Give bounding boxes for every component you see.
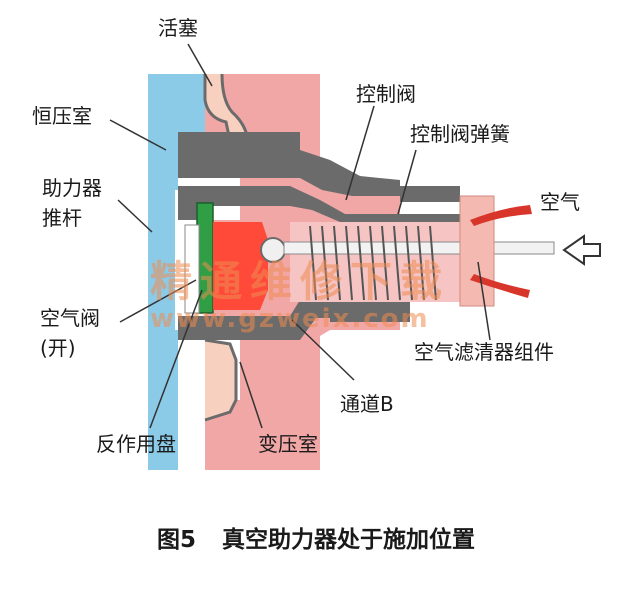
lower-diaphragm [204, 338, 238, 422]
air-flow-arrow-icon [470, 205, 532, 226]
watermark-url: www.gzweix.com [150, 304, 430, 334]
valve-housing-tube [400, 186, 460, 202]
label-passage-b: 通道B [340, 392, 394, 416]
figure-title: 真空助力器处于施加位置 [222, 527, 475, 553]
label-push-rod-line2: 推杆 [42, 206, 82, 230]
control-valve-spring-coils [309, 225, 437, 301]
input-force-arrow-icon [562, 234, 601, 266]
label-air-filter-assembly: 空气滤清器组件 [414, 340, 554, 364]
label-constant-pressure-chamber: 恒压室 [32, 104, 92, 128]
air-flow-arrow-icon [470, 274, 530, 298]
figure-number: 图5 [156, 527, 196, 553]
valve-body-upper [178, 132, 400, 196]
label-air: 空气 [540, 190, 580, 214]
constant-pressure-chamber-area [148, 74, 205, 470]
air-valve-shape [213, 222, 268, 310]
label-control-valve-spring: 控制阀弹簧 [410, 122, 510, 146]
label-air-valve-line1: 空气阀 [40, 306, 100, 330]
air-filter-block [459, 195, 495, 307]
watermark-text: 精通维修下载 [150, 257, 451, 306]
label-reaction-disc: 反作用盘 [96, 432, 176, 456]
label-variable-pressure-chamber: 变压室 [258, 432, 318, 456]
push-rod-stub [184, 224, 200, 314]
label-control-valve: 控制阀 [356, 82, 416, 106]
figure-caption: 图5 真空助力器处于施加位置 [0, 520, 632, 554]
leader-lines [109, 43, 491, 429]
label-air-valve-line2: (开) [40, 336, 76, 360]
valve-body-mid [178, 186, 480, 222]
label-push-rod-line1: 助力器 [42, 176, 102, 200]
valve-housing-tube-lower [330, 306, 410, 322]
label-piston: 活塞 [158, 16, 198, 40]
